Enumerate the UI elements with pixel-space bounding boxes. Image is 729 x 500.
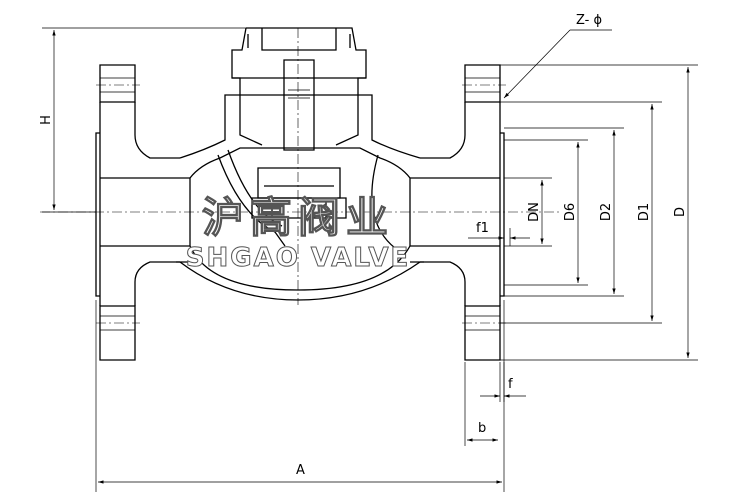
label-z-phi: Z- ϕ [576, 13, 602, 28]
watermark-en: SHGAO VALVE [186, 243, 410, 273]
bonnet [231, 27, 367, 151]
label-dn: DN [527, 202, 542, 222]
label-d6: D6 [563, 203, 578, 221]
label-h: H [39, 115, 54, 125]
label-d2: D2 [599, 203, 614, 221]
dimension-a: A [95, 300, 505, 492]
dimension-d1: D1 [500, 101, 662, 324]
left-flange [95, 64, 190, 361]
label-a: A [296, 463, 305, 478]
dimension-b: b [464, 362, 498, 446]
dimension-f: f [480, 362, 526, 402]
leader-z-phi: Z- ϕ [503, 13, 612, 99]
dimension-d6: D6 [504, 139, 588, 286]
label-d1: D1 [637, 203, 652, 221]
centerlines [40, 28, 560, 324]
dimension-h: H [39, 27, 262, 213]
dimension-d: D [500, 64, 698, 361]
label-d: D [673, 207, 688, 217]
label-b: b [478, 421, 486, 436]
watermark: 沪高阀业 SHGAO VALVE [185, 193, 410, 274]
dimension-d2: D2 [504, 127, 624, 297]
dimension-f1: f1 [468, 221, 530, 246]
disc [251, 167, 347, 219]
dimension-dn: DN [504, 177, 552, 247]
label-f1: f1 [476, 221, 489, 236]
label-f: f [508, 377, 513, 392]
watermark-cn: 沪高阀业 [202, 193, 394, 242]
right-flange [410, 64, 505, 361]
